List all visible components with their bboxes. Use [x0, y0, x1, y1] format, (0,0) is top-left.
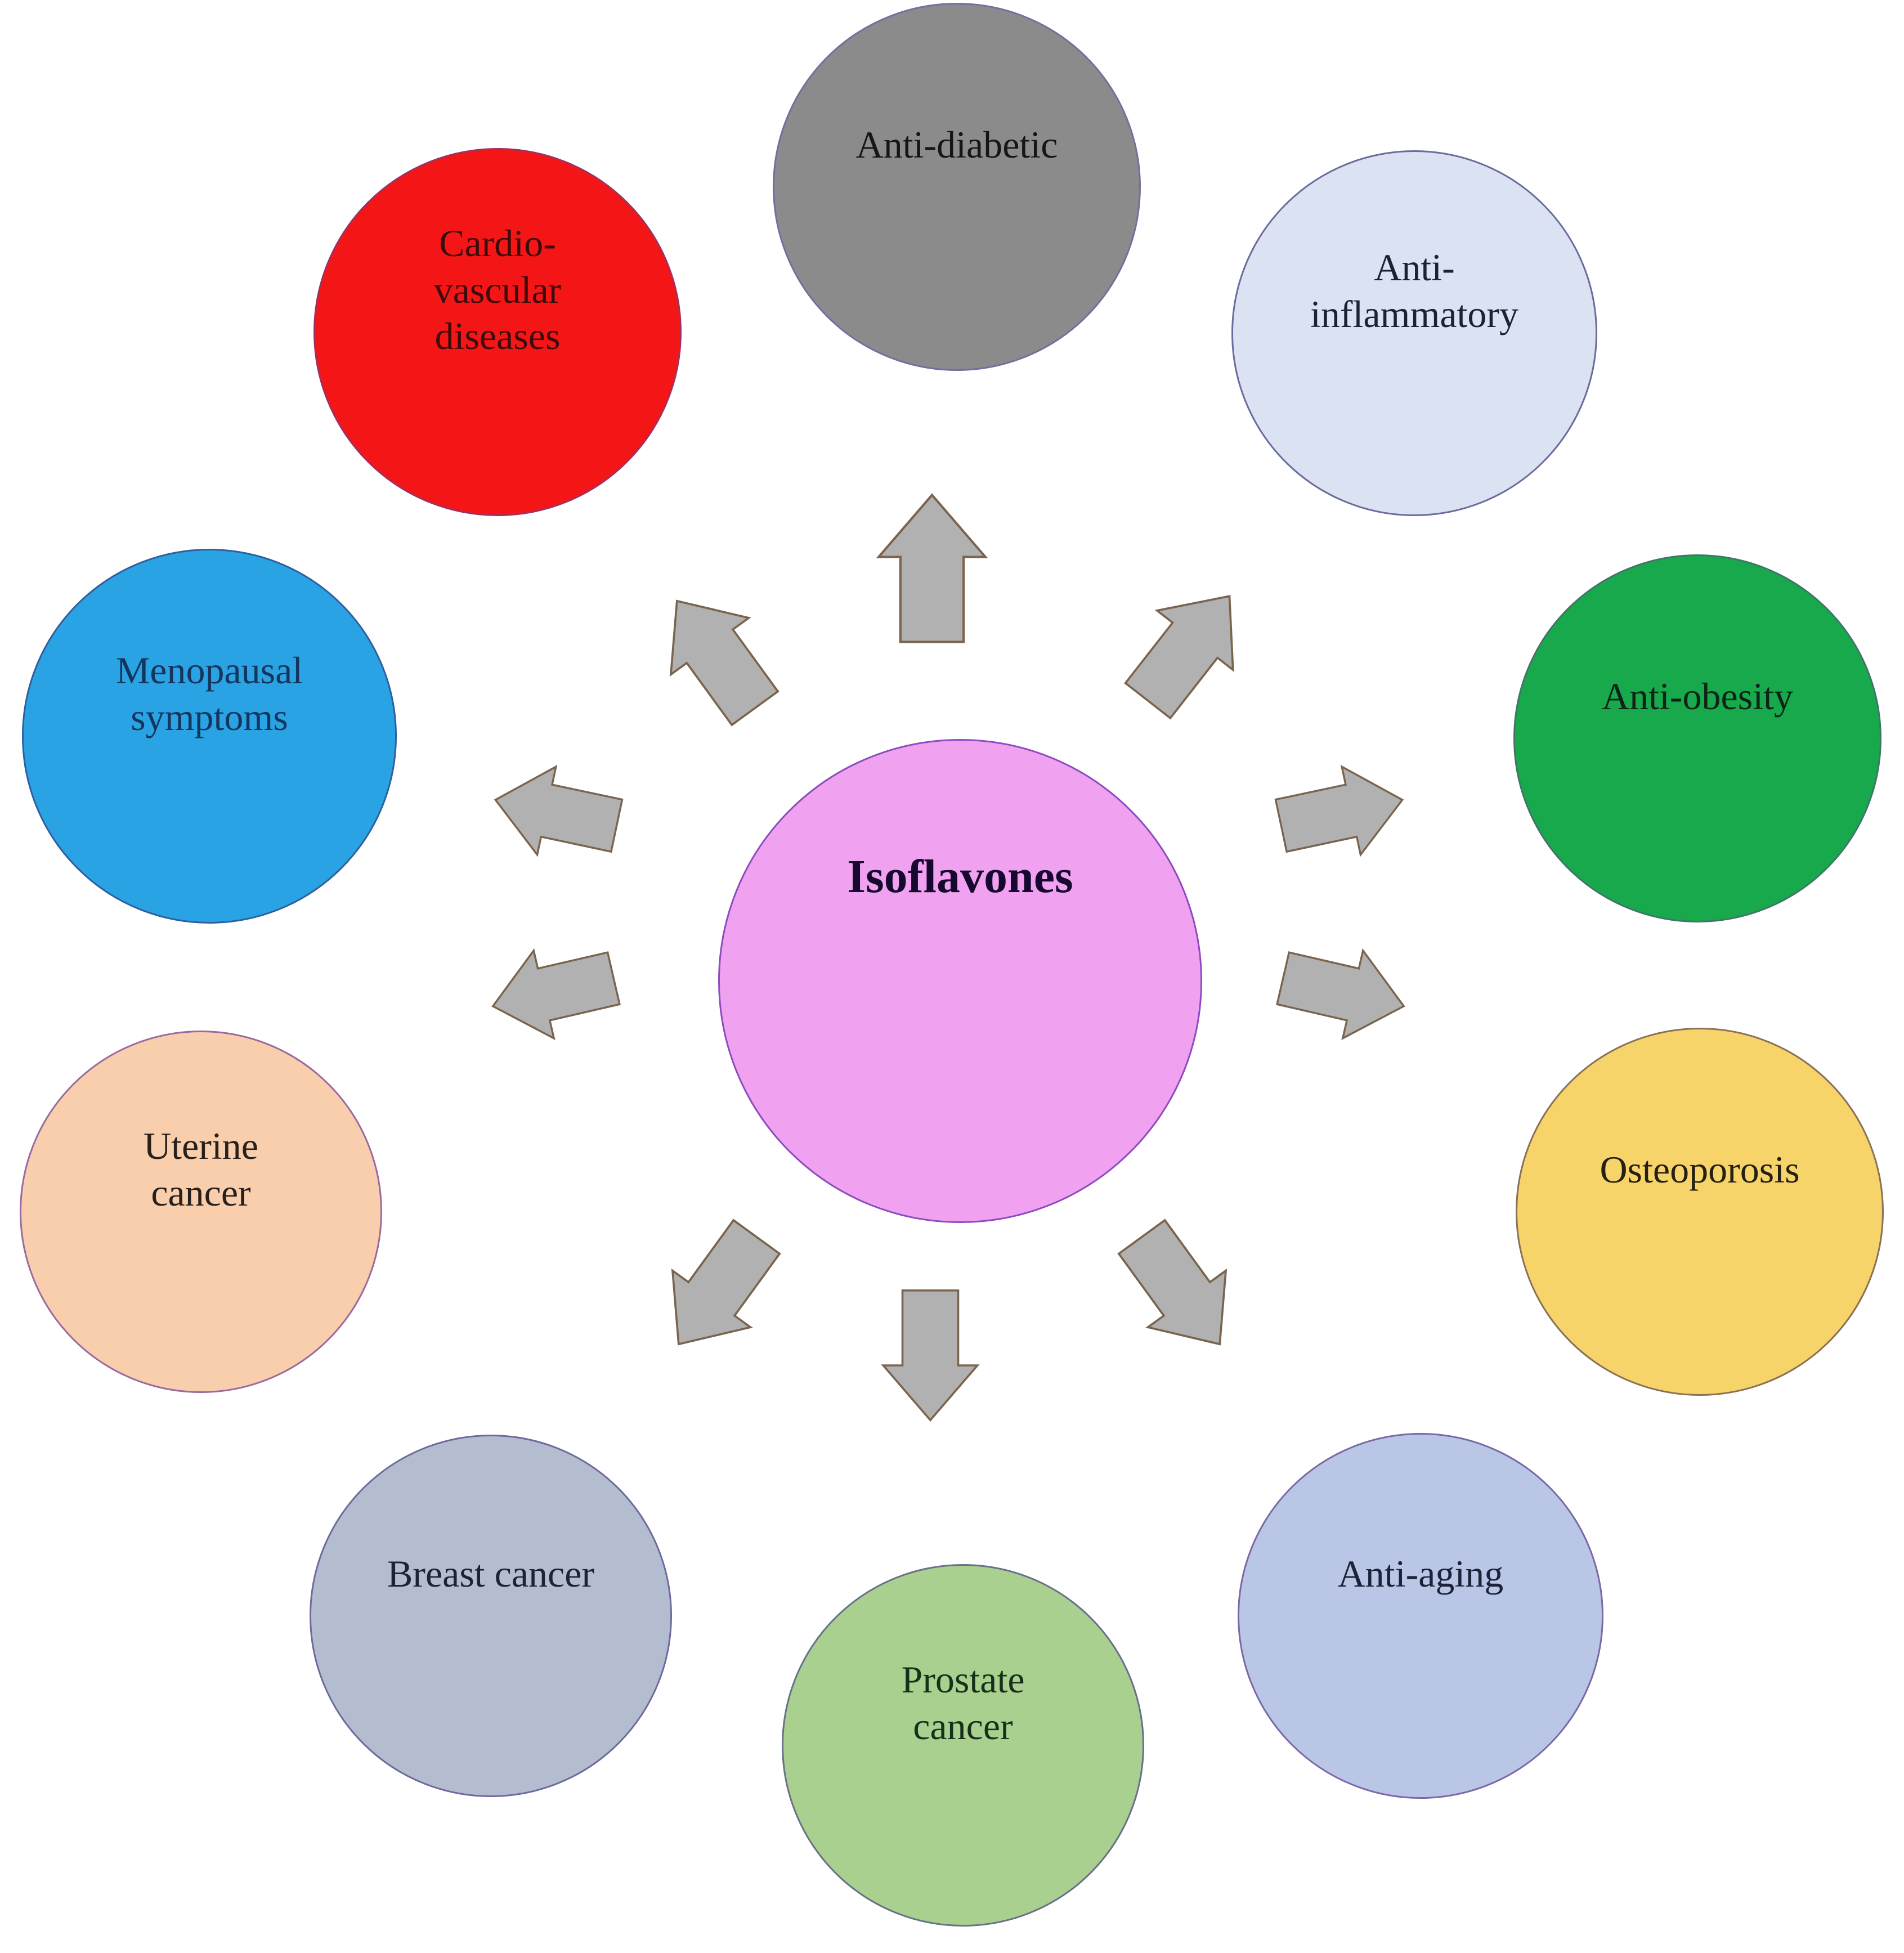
node-uterine-cancer-label: Uterine cancer	[144, 1125, 258, 1214]
node-anti-inflammatory-label: Anti- inflammatory	[1310, 246, 1519, 335]
node-uterine-cancer: Uterine cancer	[20, 1031, 382, 1393]
arrow-to-anti-obesity-icon	[1274, 764, 1404, 857]
node-osteoporosis-label: Osteoporosis	[1600, 1148, 1800, 1191]
node-anti-diabetic: Anti-diabetic	[773, 3, 1141, 371]
arrow-to-osteoporosis-icon	[1276, 948, 1405, 1041]
node-cardiovascular-diseases: Cardio- vascular diseases	[313, 148, 682, 516]
arrow-to-anti-inflammatory-icon	[1124, 594, 1234, 720]
node-anti-obesity-label: Anti-obesity	[1602, 674, 1793, 718]
node-isoflavones-label: Isoflavones	[847, 850, 1073, 903]
node-prostate-cancer-label: Prostate cancer	[901, 1658, 1025, 1748]
node-anti-aging: Anti-aging	[1238, 1433, 1603, 1799]
arrow-to-menopausal-symptoms-icon	[494, 764, 624, 857]
arrow-to-cardiovascular-diseases-icon	[669, 599, 779, 727]
arrow-to-uterine-cancer-icon	[491, 948, 621, 1041]
node-menopausal-symptoms: Menopausal symptoms	[22, 549, 397, 924]
node-anti-obesity: Anti-obesity	[1513, 554, 1881, 922]
node-breast-cancer: Breast cancer	[310, 1435, 672, 1797]
node-anti-inflammatory: Anti- inflammatory	[1231, 150, 1597, 516]
node-prostate-cancer: Prostate cancer	[782, 1564, 1144, 1927]
node-breast-cancer-label: Breast cancer	[387, 1552, 595, 1595]
node-anti-diabetic-label: Anti-diabetic	[855, 123, 1058, 166]
arrow-to-anti-diabetic-icon	[876, 493, 988, 643]
node-cardiovascular-diseases-label: Cardio- vascular diseases	[433, 221, 562, 358]
node-anti-aging-label: Anti-aging	[1337, 1552, 1504, 1595]
node-menopausal-symptoms-label: Menopausal symptoms	[115, 649, 303, 738]
arrow-to-anti-aging-icon	[1117, 1219, 1227, 1346]
node-isoflavones: Isoflavones	[718, 739, 1202, 1223]
arrow-to-prostate-cancer-icon	[881, 1289, 980, 1422]
node-osteoporosis: Osteoporosis	[1516, 1028, 1884, 1396]
arrow-to-breast-cancer-icon	[671, 1219, 781, 1346]
